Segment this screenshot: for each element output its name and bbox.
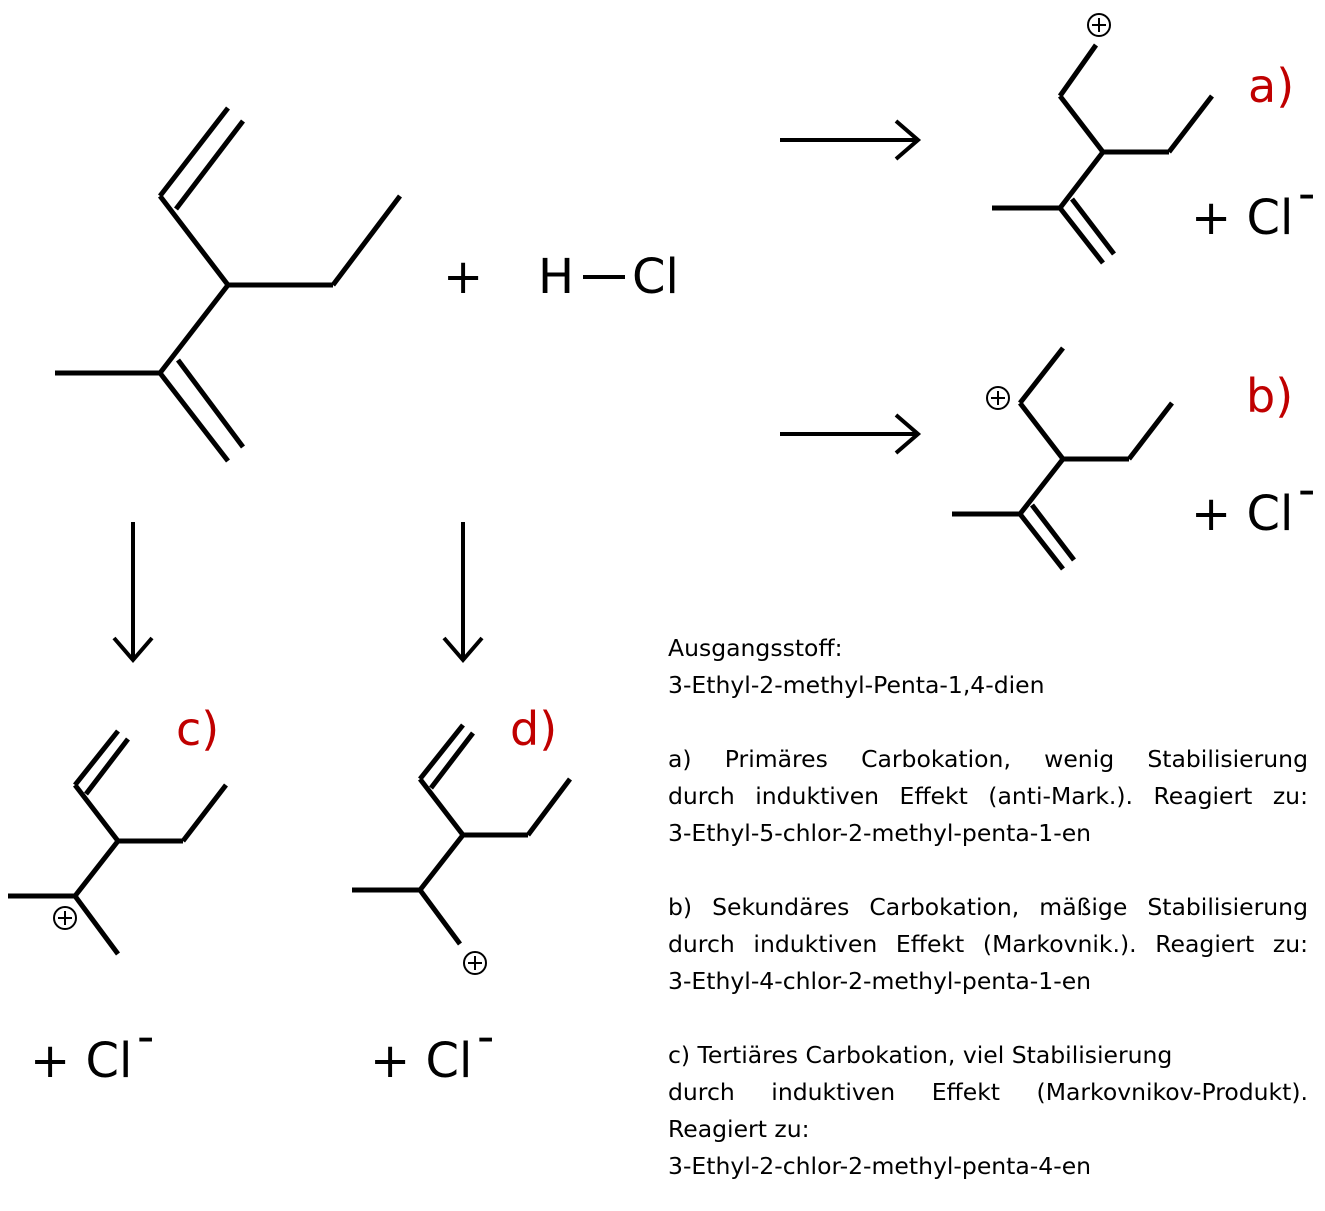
chloride-minus-b: - [1298,462,1315,518]
starting-molecule [55,106,402,463]
note-c-line4: 3-Ethyl-2-chlor-2-methyl-penta-4-en [668,1152,1092,1180]
label-a: a) [1248,59,1294,113]
note-b-line2: durch induktiven Effekt (Markovnik.). Re… [668,930,1308,958]
label-c: c) [176,702,219,756]
note-b-line1: b) Sekundäres Carbokation, mäßige Stabil… [668,893,1308,921]
note-a-line3: 3-Ethyl-5-chlor-2-methyl-penta-1-en [668,819,1092,847]
reagent-hydrogen: H [538,249,574,305]
plus-sign: + [443,249,483,305]
arrow-to-d [442,522,484,664]
carbocation-c [8,729,228,956]
arrow-to-a [780,119,922,161]
note-a-line1: a) Primäres Carbokation, wenig Stabilisi… [668,745,1308,773]
chloride-ion-b: + Cl [1191,486,1293,542]
chloride-ion-d: + Cl [370,1033,472,1089]
chloride-ion-a: + Cl [1191,190,1293,246]
note-c-line2: durch induktiven Effekt (Markovnikov-Pro… [668,1078,1308,1106]
carbocation-d [352,723,572,946]
start-title: Ausgangsstoff: [668,634,843,662]
positive-charge-b [986,386,1010,410]
arrow-to-b [780,413,922,455]
reagent-chlorine: Cl [632,249,679,305]
note-c-line1: c) Tertiäres Carbokation, viel Stabilisi… [668,1041,1173,1069]
explanation-notes: Ausgangsstoff: 3-Ethyl-2-methyl-Penta-1,… [668,630,1308,1185]
label-d: d) [510,702,557,756]
chloride-minus-d: - [477,1009,494,1065]
arrow-to-c [112,522,154,664]
chloride-minus-a: - [1298,166,1315,222]
carbocation-b [952,346,1174,571]
positive-charge-c [53,906,77,930]
positive-charge-a [1087,13,1111,37]
positive-charge-d [463,951,487,975]
note-a-line2: durch induktiven Effekt (anti-Mark.). Re… [668,782,1308,810]
note-c-line3: Reagiert zu: [668,1115,810,1143]
label-b: b) [1246,369,1293,423]
note-b-line3: 3-Ethyl-4-chlor-2-methyl-penta-1-en [668,967,1092,995]
chloride-ion-c: + Cl [30,1033,132,1089]
carbocation-a [992,43,1214,265]
start-name: 3-Ethyl-2-methyl-Penta-1,4-dien [668,671,1045,699]
chloride-minus-c: - [137,1009,154,1065]
